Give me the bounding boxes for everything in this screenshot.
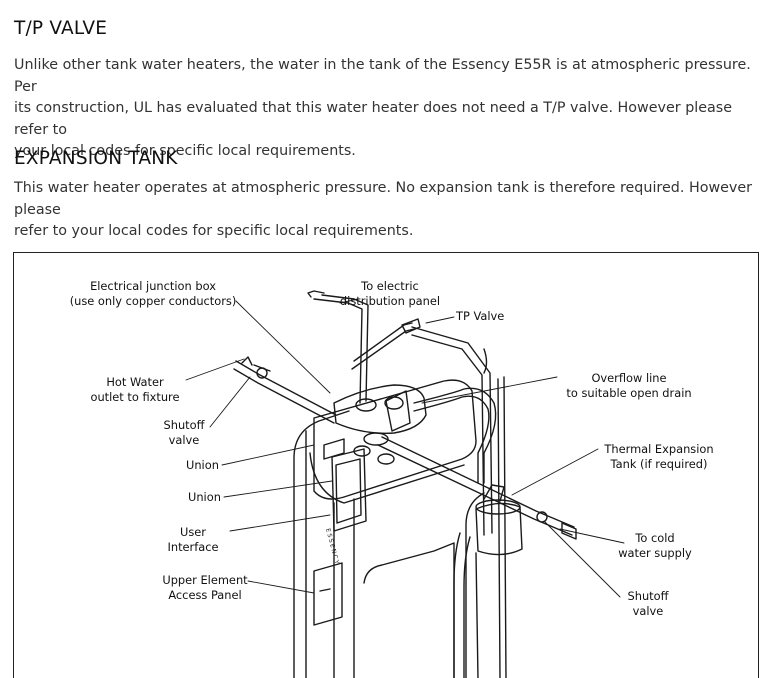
label-line: Shutoff (627, 589, 669, 603)
leader-line (559, 528, 625, 544)
label-line: Interface (167, 540, 219, 554)
heater-body-outline (293, 410, 350, 678)
section-body-expansion-tank: This water heater operates at atmospheri… (14, 178, 766, 243)
label-line: Thermal Expansion (604, 442, 714, 456)
section-heading-expansion-tank: EXPANSION TANK (14, 148, 178, 169)
leader-line (511, 448, 599, 496)
label-line: outlet to fixture (90, 390, 180, 404)
shutoff-valve-right (536, 511, 548, 523)
label-line: User (180, 525, 206, 539)
section-heading-tp-valve: T/P VALVE (14, 18, 108, 39)
brand-mark: ESSENCY (324, 528, 341, 566)
label-line: To electric (361, 279, 419, 293)
label-line: To cold (635, 531, 675, 545)
label-line: water supply (618, 546, 692, 560)
user-interface-panel (331, 448, 367, 532)
label-shutoff-valve-left: Shutoff valve (154, 418, 214, 448)
leader-line (339, 298, 359, 304)
label-tp-valve: TP Valve (456, 309, 504, 324)
electric-conduit (313, 294, 369, 404)
label-line: Union (186, 458, 219, 472)
label-line: Access Panel (168, 588, 242, 602)
text-line: refer to your local codes for specific l… (14, 223, 414, 239)
cold-water-pipe (377, 436, 575, 536)
label-junction-box: Electrical junction box (use only copper… (58, 279, 248, 309)
label-shutoff-valve-right: Shutoff valve (618, 589, 678, 619)
upper-element-access-panel (313, 562, 343, 626)
text-line: This water heater operates at atmospheri… (14, 180, 753, 218)
leader-line (185, 358, 245, 381)
label-to-electric: To electric distribution panel (330, 279, 450, 309)
label-upper-element: Upper Element Access Panel (150, 573, 260, 603)
label-line: Tank (if required) (610, 457, 708, 471)
hot-water-pipe (233, 360, 337, 424)
label-line: to suitable open drain (566, 386, 692, 400)
label-line: distribution panel (339, 294, 441, 308)
heater-body-right (465, 492, 485, 678)
section-body-tp-valve: Unlike other tank water heaters, the wat… (14, 55, 766, 163)
label-line: Overflow line (591, 371, 667, 385)
label-line: TP Valve (456, 309, 505, 323)
leader-line (247, 580, 315, 594)
label-union-1: Union (186, 458, 219, 473)
label-line: (use only copper conductors) (69, 294, 237, 308)
installation-diagram: ESSENCY Electrical junction box (use onl… (13, 252, 759, 678)
leader-line (229, 514, 331, 532)
label-line: Hot Water (106, 375, 164, 389)
label-to-cold-water: To cold water supply (610, 531, 700, 561)
tp-valve-line (351, 322, 415, 370)
label-line: Electrical junction box (90, 279, 216, 293)
label-hot-water: Hot Water outlet to fixture (80, 375, 190, 405)
water-heater-drawing: ESSENCY (185, 290, 625, 678)
heater-top-outline (313, 379, 477, 500)
leader-line (543, 520, 621, 598)
label-union-2: Union (188, 490, 221, 505)
text-line: Unlike other tank water heaters, the wat… (14, 57, 751, 95)
label-line: valve (168, 433, 200, 447)
leader-line (425, 316, 455, 324)
leader-line (223, 480, 333, 498)
label-line: Upper Element (162, 573, 248, 587)
label-user-interface: User Interface (158, 525, 228, 555)
label-overflow-line: Overflow line to suitable open drain (554, 371, 704, 401)
text-line: its construction, UL has evaluated that … (14, 100, 733, 138)
label-line: Shutoff (163, 418, 205, 432)
leader-line (209, 376, 251, 428)
label-line: Union (188, 490, 221, 504)
label-thermal-expansion-tank: Thermal Expansion Tank (if required) (594, 442, 724, 472)
text-line: your local codes for specific local requ… (14, 143, 356, 159)
leader-line (421, 376, 558, 404)
leader-line (221, 444, 315, 466)
expansion-tank (475, 502, 523, 556)
leader-line (235, 300, 331, 394)
label-line: valve (632, 604, 664, 618)
